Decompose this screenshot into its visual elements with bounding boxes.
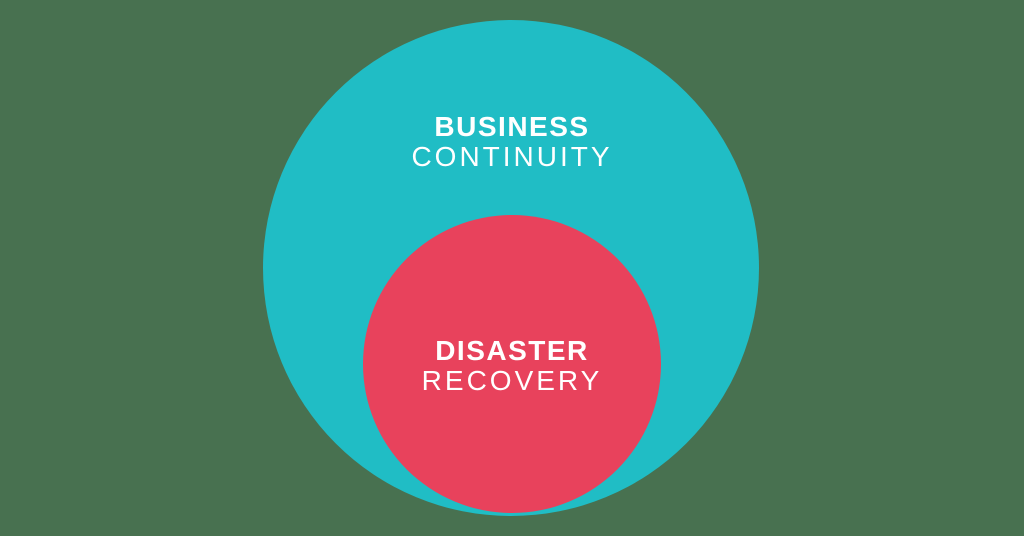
disaster-recovery-label-line2: RECOVERY <box>421 365 603 396</box>
business-continuity-label-line1: BUSINESS <box>434 111 590 142</box>
disaster-recovery-label: DISASTER RECOVERY <box>0 336 1024 396</box>
disaster-recovery-circle <box>363 215 661 513</box>
business-continuity-label-line2: CONTINUITY <box>411 141 613 172</box>
disaster-recovery-label-line1: DISASTER <box>435 335 589 366</box>
business-continuity-label: BUSINESS CONTINUITY <box>0 112 1024 172</box>
